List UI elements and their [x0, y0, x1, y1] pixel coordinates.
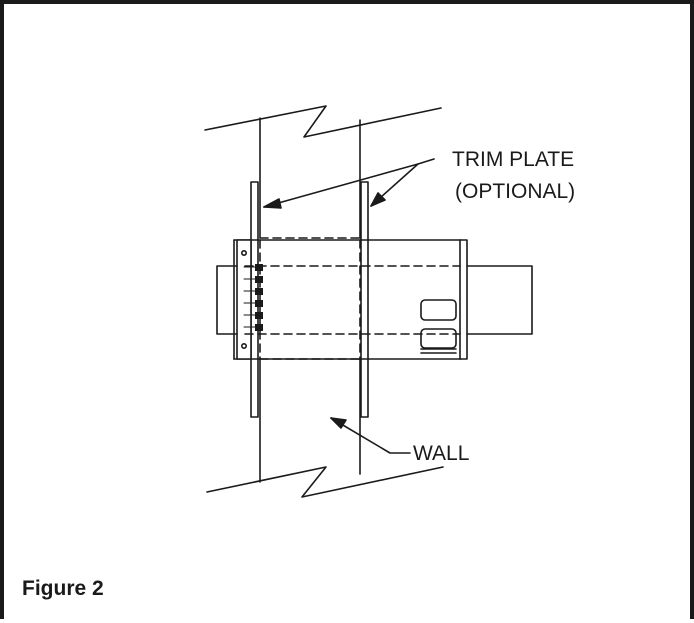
flange-screw-top [241, 250, 248, 257]
terminal-slots [420, 299, 457, 354]
trim-plate-label-line1: TRIM PLATE [452, 148, 574, 171]
wall-break-lines [204, 105, 444, 498]
flange-screw-shafts [243, 266, 256, 328]
wall-surfaces [259, 117, 361, 483]
wall-break-top [204, 105, 442, 138]
outer-sleeve [233, 239, 468, 360]
trim-plate-right [360, 181, 369, 418]
trim-plate-left [250, 181, 259, 418]
inner-pipe-left [216, 265, 238, 335]
sleeve-end-cap [459, 239, 468, 360]
flange-screw-bottom [241, 342, 248, 349]
leader-wall [330, 417, 411, 454]
sleeve-flange [236, 239, 252, 360]
inner-pipe-right [466, 265, 533, 335]
slot-lower [420, 328, 457, 349]
vent-terminal-diagram: TRIM PLATE (OPTIONAL) WALL [204, 105, 575, 498]
leader-trim-plate [263, 158, 435, 209]
wall-label: WALL [413, 442, 469, 465]
wall-break-bottom [206, 466, 444, 498]
hidden-lines [244, 237, 461, 360]
trim-plate-label-line2: (OPTIONAL) [455, 180, 575, 203]
flange-fasteners [255, 264, 263, 331]
slot-upper [420, 299, 457, 321]
figure-caption: Figure 2 [22, 577, 104, 600]
